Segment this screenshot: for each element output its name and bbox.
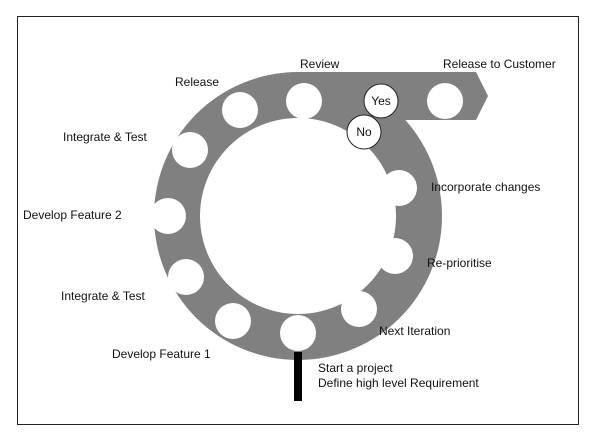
node-no-label: No <box>356 125 372 139</box>
node-yes-label: Yes <box>371 94 391 108</box>
node-release-to-customer <box>427 83 463 119</box>
node-develop-feature-1 <box>215 303 251 339</box>
label-review: Review <box>300 57 340 71</box>
node-no <box>346 114 382 150</box>
node-review <box>286 83 322 119</box>
label-incorporate-changes: Incorporate changes <box>431 180 541 194</box>
node-incorporate-changes <box>381 170 417 206</box>
label-release: Release <box>175 75 220 89</box>
ring-center <box>200 118 396 314</box>
label-start-line1: Start a project <box>318 361 393 375</box>
label-release-to-customer: Release to Customer <box>443 57 556 71</box>
node-start <box>280 315 316 351</box>
label-integrate-test-bottom: Integrate & Test <box>61 289 145 303</box>
label-start-line2: Define high level Requirement <box>318 376 479 390</box>
node-reprioritise <box>377 238 413 274</box>
label-develop-feature-2: Develop Feature 2 <box>23 208 122 222</box>
node-release <box>222 92 258 128</box>
label-reprioritise: Re-prioritise <box>427 256 492 270</box>
start-bar <box>294 352 302 401</box>
node-integrate-test-top <box>172 132 208 168</box>
label-develop-feature-1: Develop Feature 1 <box>112 347 211 361</box>
node-develop-feature-2 <box>150 198 186 234</box>
node-integrate-test-bottom <box>168 259 204 295</box>
node-next-iteration <box>341 291 377 327</box>
label-next-iteration: Next Iteration <box>379 324 451 338</box>
diagram-frame <box>17 16 579 425</box>
node-yes <box>363 83 399 119</box>
label-integrate-test-top: Integrate & Test <box>63 130 147 144</box>
